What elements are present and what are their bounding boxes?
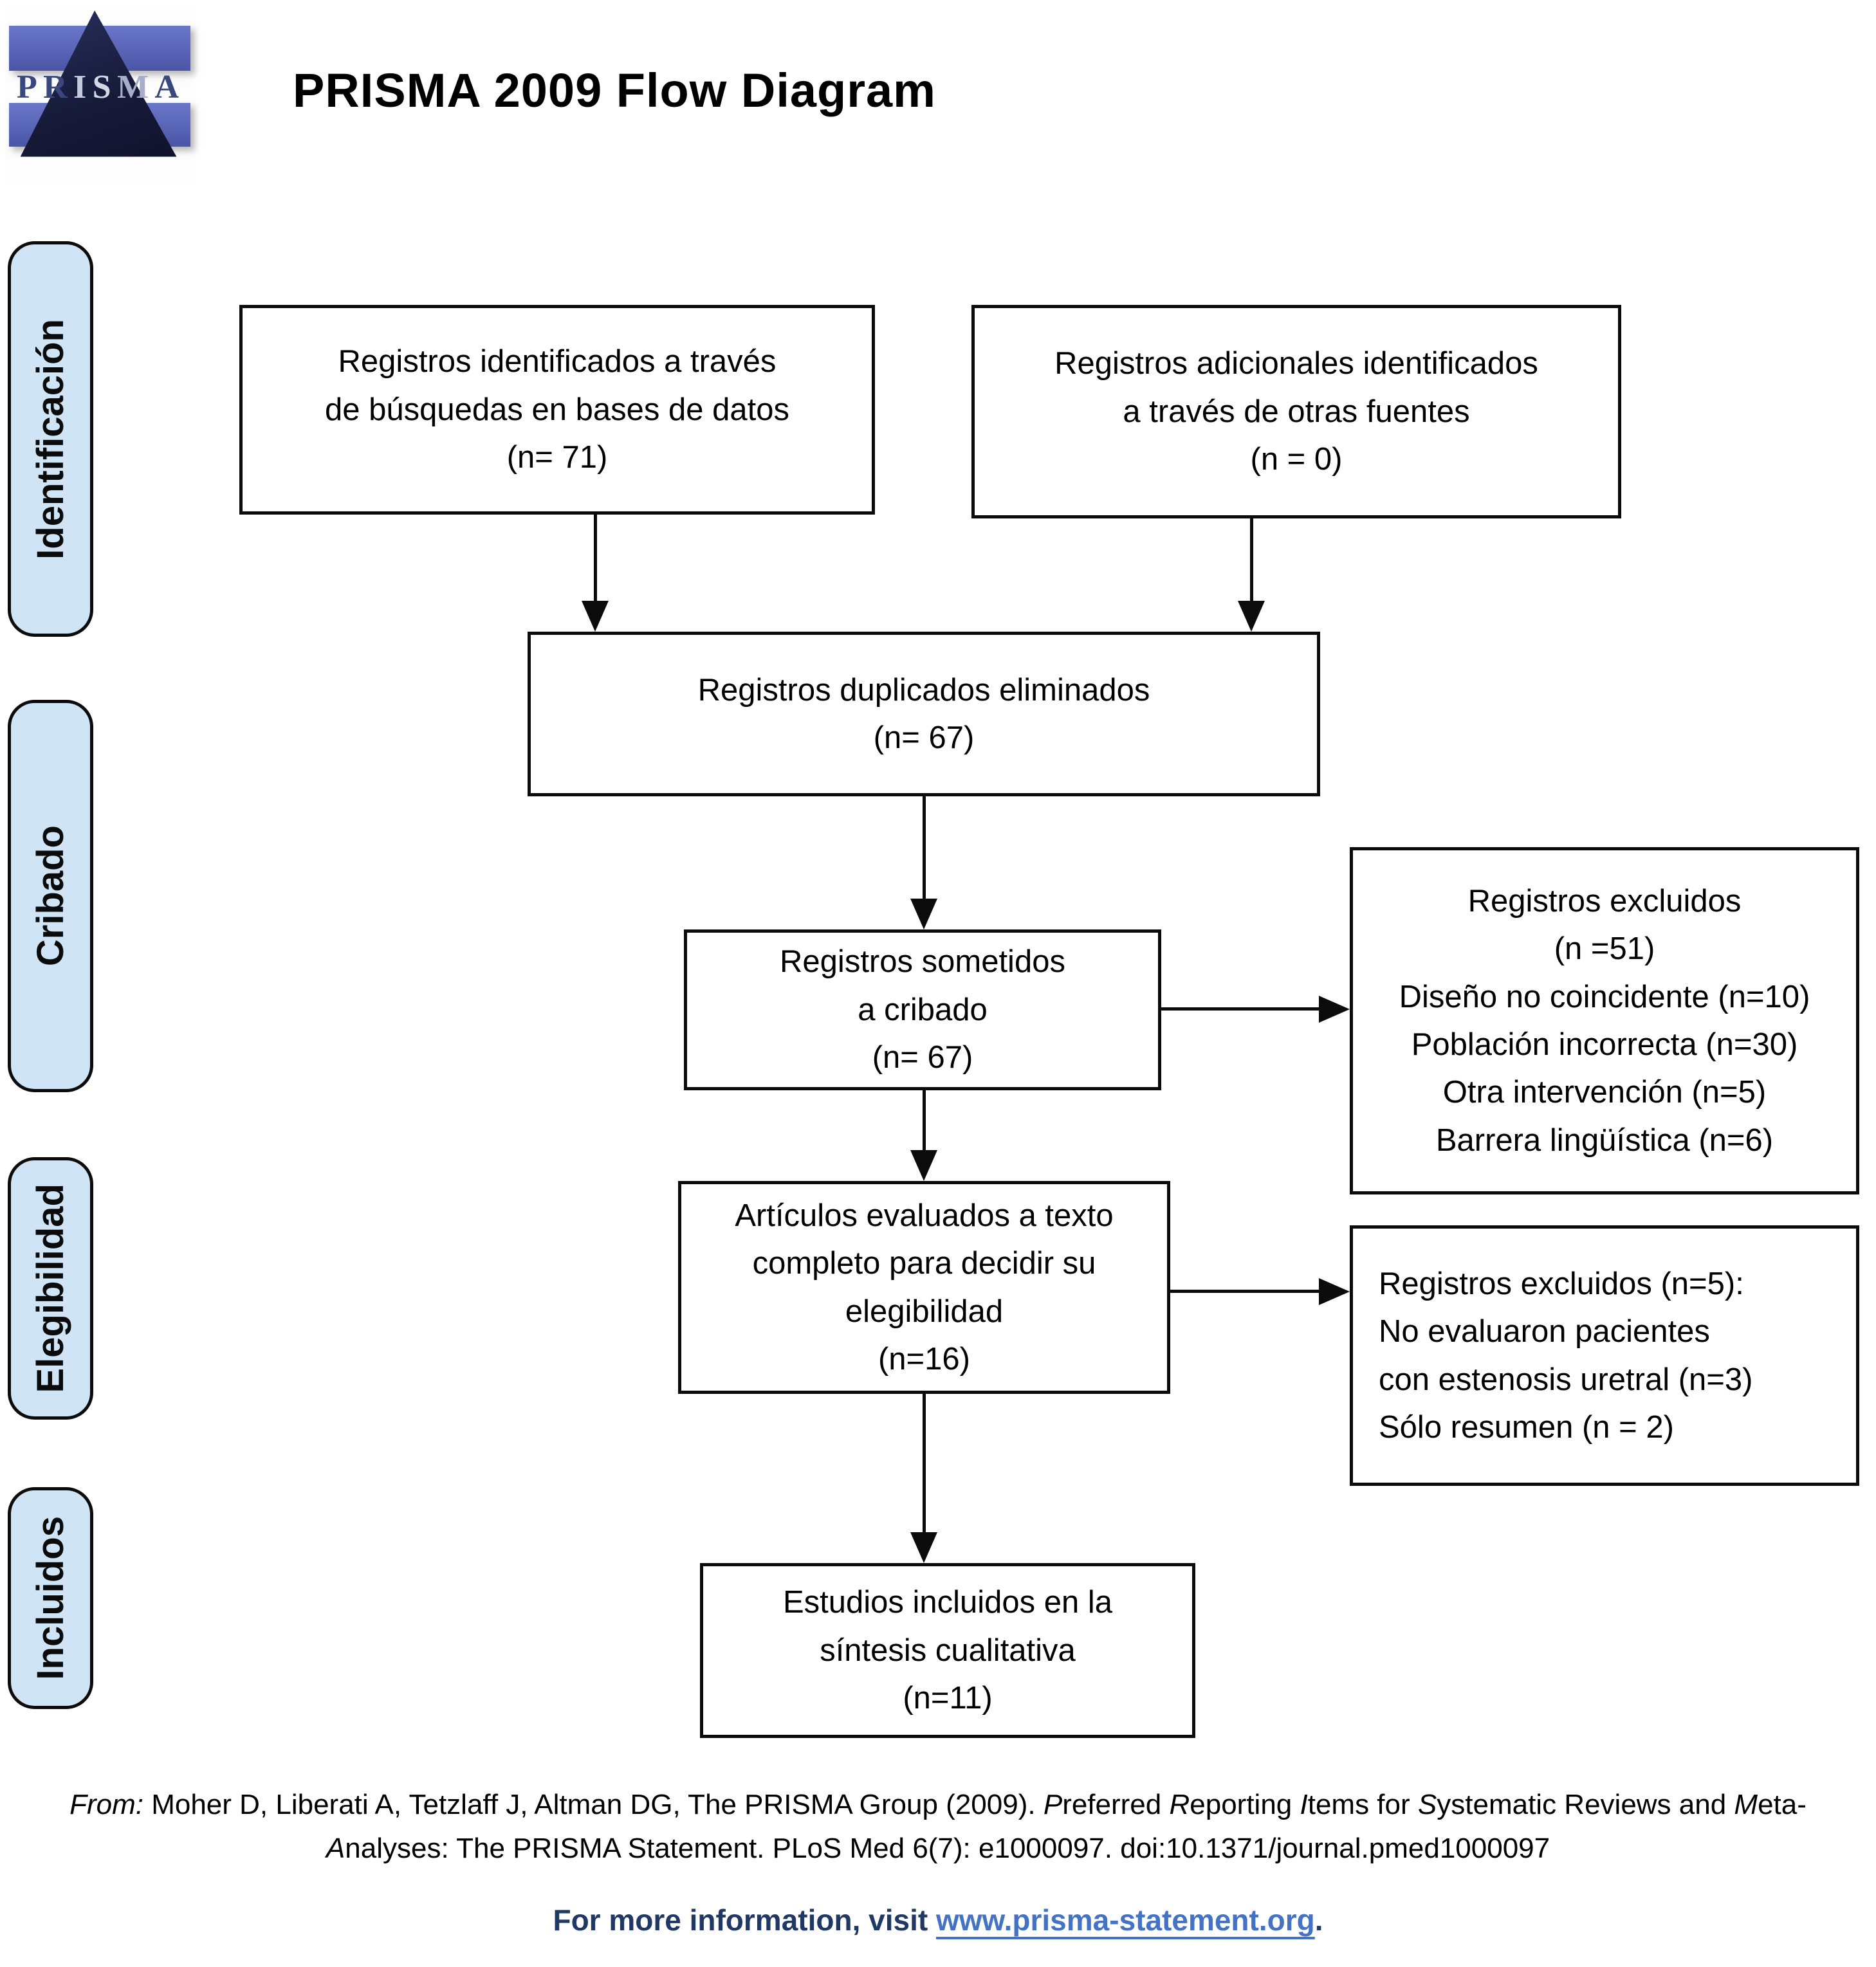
logo-letter: I: [73, 68, 87, 105]
box-records-identified-databases: Registros identificados a través de búsq…: [239, 305, 875, 515]
box-text: Registros duplicados eliminados (n= 67): [697, 672, 1150, 755]
box-text: Artículos evaluados a texto completo par…: [735, 1198, 1114, 1377]
stage-label-elegibilidad: Elegibilidad: [8, 1157, 93, 1420]
logo-letter: A: [154, 68, 179, 105]
stage-label-incluidos: Incluidos: [8, 1487, 93, 1709]
box-text: Registros sometidos a cribado (n= 67): [780, 944, 1065, 1075]
citation: From: Moher D, Liberati A, Tetzlaff J, A…: [69, 1789, 1807, 1864]
stage-label-text: Elegibilidad: [30, 1184, 71, 1393]
logo-letter: R: [43, 68, 68, 105]
stage-label-cribado: Cribado: [8, 700, 93, 1092]
logo-wordmark: P R I S M A: [17, 68, 179, 105]
logo-letter: P: [17, 68, 37, 105]
box-duplicates-removed: Registros duplicados eliminados (n= 67): [528, 632, 1320, 796]
more-info-prefix: For more information, visit: [553, 1903, 936, 1937]
box-fulltext-assessed: Artículos evaluados a texto completo par…: [678, 1181, 1170, 1394]
box-additional-records-other-sources: Registros adicionales identificados a tr…: [971, 305, 1621, 518]
box-text: Registros adicionales identificados a tr…: [1054, 346, 1538, 477]
box-text: Registros excluidos (n =51) Diseño no co…: [1399, 883, 1810, 1158]
box-studies-included-qualitative: Estudios incluidos en la síntesis cualit…: [700, 1563, 1195, 1738]
citation-line2: nalyses: The PRISMA Statement. PLoS Med …: [345, 1833, 1550, 1864]
box-text: Registros identificados a través de búsq…: [325, 344, 789, 475]
stage-label-identificacion: Identificación: [8, 241, 93, 637]
stage-label-text: Incluidos: [30, 1516, 71, 1680]
citation-authors: Moher D, Liberati A, Tetzlaff J, Altman …: [143, 1789, 1044, 1820]
box-records-excluded-screening: Registros excluidos (n =51) Diseño no co…: [1350, 847, 1859, 1194]
box-records-excluded-fulltext: Registros excluidos (n=5): No evaluaron …: [1350, 1225, 1859, 1486]
logo-letter: M: [116, 68, 149, 105]
page-title: PRISMA 2009 Flow Diagram: [293, 64, 936, 117]
logo-letter: S: [92, 68, 111, 105]
box-records-screened: Registros sometidos a cribado (n= 67): [684, 929, 1161, 1090]
box-text: Estudios incluidos en la síntesis cualit…: [782, 1585, 1113, 1716]
more-info-suffix: .: [1314, 1903, 1323, 1937]
prisma-logo: P R I S M A: [5, 5, 196, 181]
stage-label-text: Cribado: [30, 825, 71, 967]
prisma-statement-link[interactable]: www.prisma-statement.org: [935, 1903, 1315, 1937]
stage-label-text: Identificación: [30, 318, 71, 560]
box-text: Registros excluidos (n=5): No evaluaron …: [1379, 1266, 1753, 1445]
citation-from-label: From:: [69, 1789, 143, 1820]
more-info-line: For more information, visit www.prisma-s…: [0, 1903, 1876, 1937]
